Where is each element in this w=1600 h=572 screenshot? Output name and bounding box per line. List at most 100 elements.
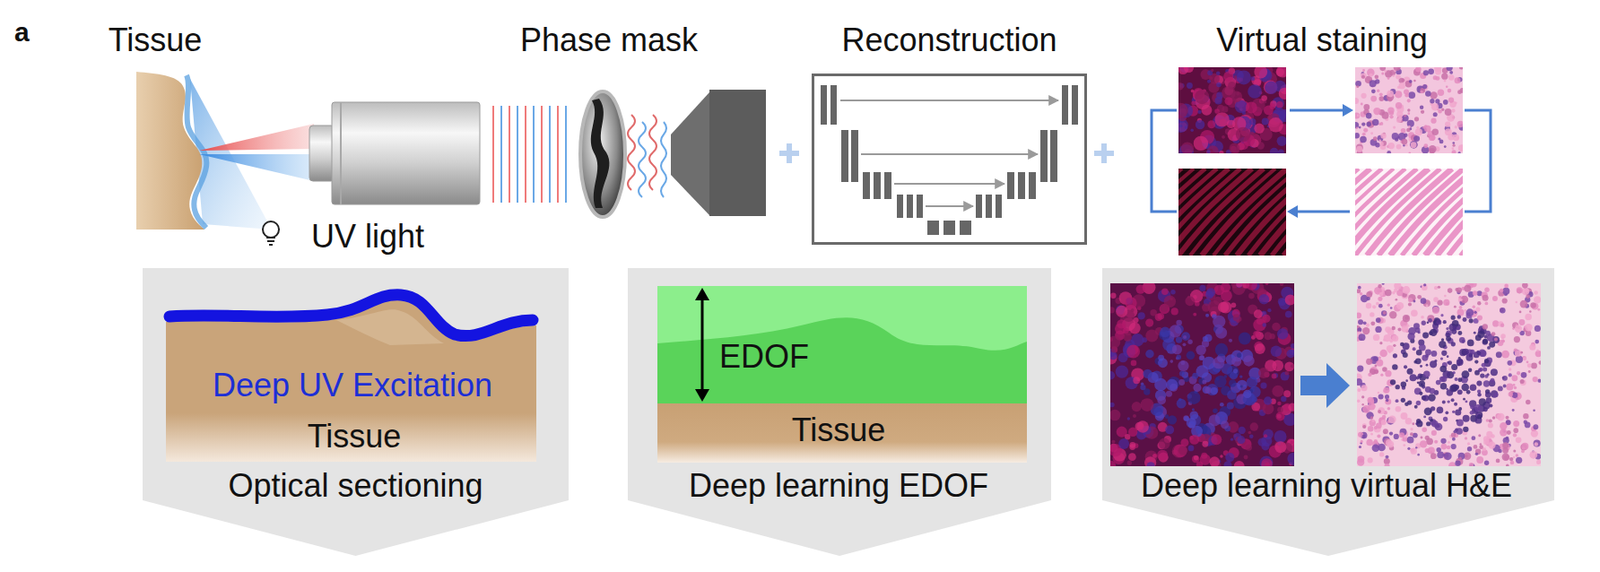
cell-dot bbox=[1454, 125, 1458, 129]
cell-dot bbox=[1111, 440, 1115, 444]
cell-dot bbox=[1513, 347, 1518, 352]
cell-dot bbox=[1187, 295, 1191, 299]
cell-dot bbox=[1457, 89, 1462, 95]
cell-dot bbox=[1507, 360, 1514, 366]
cell-dot bbox=[1469, 318, 1474, 323]
cell-dot bbox=[1474, 370, 1480, 376]
cell-dot bbox=[1245, 278, 1257, 290]
cell-dot bbox=[1238, 426, 1246, 435]
cell-dot bbox=[1145, 349, 1155, 359]
cell-dot bbox=[1387, 77, 1391, 80]
cell-dot bbox=[1477, 330, 1485, 339]
cell-dot bbox=[1520, 300, 1529, 309]
cell-dot bbox=[1426, 304, 1429, 307]
cell-dot bbox=[1214, 112, 1229, 127]
unet-diagram bbox=[1007, 172, 1015, 200]
cell-dot bbox=[1505, 416, 1510, 420]
cell-dot bbox=[1410, 141, 1418, 148]
cell-dot bbox=[1410, 448, 1418, 455]
cell-dot bbox=[1395, 102, 1402, 109]
cell-dot bbox=[1380, 121, 1384, 126]
cell-dot bbox=[1438, 340, 1446, 348]
cell-dot bbox=[1395, 399, 1400, 403]
cell-dot bbox=[1365, 291, 1373, 298]
cell-dot bbox=[1260, 382, 1267, 389]
cell-dot bbox=[1189, 434, 1200, 445]
cell-dot bbox=[1443, 452, 1453, 461]
cell-dot bbox=[1109, 402, 1115, 409]
cell-dot bbox=[1408, 79, 1413, 84]
cell-dot bbox=[1177, 64, 1188, 75]
cell-dot bbox=[1534, 442, 1539, 446]
cell-dot bbox=[1158, 438, 1171, 451]
cell-dot bbox=[1239, 374, 1243, 378]
cell-dot bbox=[1188, 445, 1195, 453]
depth-arrow bbox=[701, 295, 705, 395]
cell-dot bbox=[1419, 440, 1427, 448]
cell-dot bbox=[1482, 323, 1488, 330]
cell-dot bbox=[1375, 423, 1383, 430]
cell-dot bbox=[1245, 444, 1253, 452]
cell-dot bbox=[1382, 428, 1389, 435]
section-title: Virtual staining bbox=[1216, 21, 1427, 59]
cell-dot bbox=[1363, 321, 1367, 325]
uv-excitation-layer bbox=[169, 295, 533, 337]
cell-dot bbox=[1427, 69, 1435, 76]
cell-dot bbox=[1477, 351, 1481, 356]
chevron-panel: Deep learning virtual H&E bbox=[1102, 268, 1555, 557]
cell-dot bbox=[1128, 427, 1138, 437]
unet-diagram bbox=[995, 194, 1002, 218]
phase-mask bbox=[580, 91, 626, 218]
cell-dot bbox=[1487, 441, 1496, 449]
cell-dot bbox=[1391, 132, 1400, 140]
cell-dot bbox=[1376, 434, 1381, 438]
cell-dot bbox=[1276, 411, 1286, 421]
cell-dot bbox=[1385, 455, 1390, 460]
unet-diagram bbox=[1040, 130, 1048, 183]
cell-dot bbox=[1285, 371, 1290, 376]
cell-dot bbox=[1274, 441, 1287, 453]
cell-dot bbox=[1403, 365, 1408, 369]
cell-dot bbox=[1440, 313, 1444, 317]
cell-dot bbox=[1534, 325, 1541, 332]
cell-dot bbox=[1276, 101, 1284, 109]
cell-dot bbox=[1206, 287, 1216, 297]
cell-dot bbox=[1361, 75, 1366, 79]
cell-dot bbox=[1173, 443, 1188, 458]
cell-dot bbox=[1159, 327, 1171, 339]
cell-dot bbox=[1132, 376, 1140, 384]
cell-dot bbox=[1252, 330, 1261, 339]
cell-dot bbox=[1454, 460, 1461, 466]
cell-dot bbox=[1445, 336, 1452, 342]
cell-dot bbox=[1521, 443, 1529, 451]
cell-dot bbox=[1534, 339, 1540, 345]
cell-dot bbox=[1224, 96, 1233, 105]
objective-lens bbox=[309, 125, 335, 182]
cell-dot bbox=[1499, 288, 1505, 294]
cell-dot bbox=[1191, 89, 1195, 94]
cell-dot bbox=[1437, 286, 1441, 289]
cell-dot bbox=[1436, 407, 1444, 415]
cell-dot bbox=[1254, 343, 1266, 355]
cell-dot bbox=[1429, 329, 1437, 337]
cell-dot bbox=[1459, 65, 1463, 70]
cell-dot bbox=[1447, 441, 1451, 444]
cell-dot bbox=[1127, 460, 1132, 466]
cell-dot bbox=[1408, 112, 1411, 115]
micrograph-ground bbox=[1356, 283, 1541, 467]
cell-dot bbox=[1443, 99, 1449, 105]
uv-bulb-icon bbox=[266, 237, 276, 245]
cell-dot bbox=[1356, 146, 1363, 153]
cell-dot bbox=[1238, 332, 1252, 346]
cell-dot bbox=[1415, 446, 1418, 449]
cell-dot bbox=[1180, 360, 1185, 366]
cell-dot bbox=[1285, 311, 1293, 319]
cell-dot bbox=[1422, 332, 1429, 340]
cell-dot bbox=[1501, 350, 1510, 359]
cell-dot bbox=[1515, 437, 1522, 444]
fiber-stripe bbox=[1576, 168, 1600, 256]
cell-dot bbox=[1182, 335, 1187, 340]
cell-dot bbox=[1470, 435, 1476, 441]
cell-dot bbox=[1219, 402, 1225, 408]
cell-dot bbox=[1469, 462, 1474, 468]
